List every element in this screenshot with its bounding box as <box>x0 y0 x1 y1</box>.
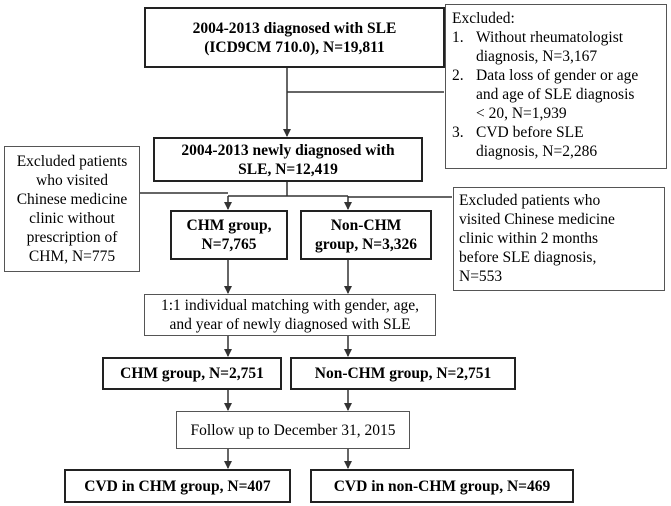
box-nonchm-group-line1: Non-CHM <box>330 217 402 234</box>
excluded-top-item-num: 1. <box>452 29 464 46</box>
excluded-top-item-text: CVD before SLE <box>476 124 584 141</box>
box-cvd-chm-label: CVD in CHM group, N=407 <box>84 477 271 495</box>
box-follow-up-label: Follow up to December 31, 2015 <box>190 421 396 439</box>
excluded-left-text: CHM, N=775 <box>28 248 116 265</box>
excluded-right-text: clinic within 2 months <box>459 230 599 247</box>
excluded-top-item-text: diagnosis, N=2,286 <box>476 143 598 160</box>
box-chm-matched: CHM group, N=2,751 <box>102 357 282 390</box>
excluded-top-list: 1. Without rheumatologist diagnosis, N=3… <box>452 28 660 161</box>
box-cvd-nonchm-label: CVD in non-CHM group, N=469 <box>333 477 551 495</box>
excluded-top-item-text: diagnosis, N=3,167 <box>476 48 598 65</box>
box-nonchm-group: Non-CHM group, N=3,326 <box>300 210 432 260</box>
box-matching: 1:1 individual matching with gender, age… <box>144 294 436 336</box>
box-chm-group-line2: N=7,765 <box>201 236 257 253</box>
excluded-right-text: visited Chinese medicine <box>459 211 615 228</box>
box-matching-line2: and year of newly diagnosed with SLE <box>169 316 411 333</box>
box-excluded-top: Excluded: 1. Without rheumatologist diag… <box>445 4 667 169</box>
box-chm-matched-label: CHM group, N=2,751 <box>120 365 264 382</box>
box-newly-diagnosed-line1: 2004-2013 newly diagnosed with <box>181 141 395 159</box>
box-nonchm-matched-label: Non-CHM group, N=2,751 <box>314 365 492 382</box>
excluded-left-text: Excluded patients <box>16 153 128 170</box>
box-diagnosed-sle-line1: 2004-2013 diagnosed with SLE <box>192 19 397 37</box>
box-excluded-left: Excluded patients who visited Chinese me… <box>4 146 140 272</box>
box-chm-group-line1: CHM group, <box>186 217 272 234</box>
excluded-top-item-text: < 20, N=1,939 <box>476 105 567 122</box>
excluded-right-text: before SLE diagnosis, <box>459 249 597 266</box>
box-newly-diagnosed: 2004-2013 newly diagnosed with SLE, N=12… <box>153 137 423 182</box>
excluded-top-item-text: and age of SLE diagnosis <box>476 86 635 103</box>
box-diagnosed-sle-line2: (ICD9CM 710.0), N=19,811 <box>204 38 385 56</box>
excluded-top-item-text: Data loss of gender or age <box>476 67 639 84</box>
excluded-left-text: clinic without <box>29 210 115 227</box>
excluded-top-item-text: Without rheumatologist <box>476 29 624 46</box>
box-follow-up: Follow up to December 31, 2015 <box>176 411 410 449</box>
excluded-left-text: Chinese medicine <box>16 191 128 208</box>
box-chm-group: CHM group, N=7,765 <box>170 210 288 260</box>
box-nonchm-group-line2: group, N=3,326 <box>315 236 417 253</box>
excluded-top-item-num: 3. <box>452 124 464 141</box>
excluded-top-item-num: 2. <box>452 67 464 84</box>
box-diagnosed-sle: 2004-2013 diagnosed with SLE (ICD9CM 710… <box>144 7 445 68</box>
excluded-right-text: Excluded patients who <box>459 192 601 209</box>
box-excluded-right: Excluded patients who visited Chinese me… <box>453 187 665 291</box>
excluded-top-title: Excluded: <box>452 10 515 27</box>
box-nonchm-matched: Non-CHM group, N=2,751 <box>290 357 516 390</box>
box-newly-diagnosed-line2: SLE, N=12,419 <box>238 160 338 178</box>
excluded-top-item: 3. CVD before SLE diagnosis, N=2,286 <box>452 123 660 161</box>
box-cvd-nonchm: CVD in non-CHM group, N=469 <box>310 469 574 503</box>
excluded-top-item: 2. Data loss of gender or age and age of… <box>452 66 660 123</box>
excluded-left-text: who visited <box>36 172 108 189</box>
box-matching-line1: 1:1 individual matching with gender, age… <box>160 297 420 314</box>
excluded-top-item: 1. Without rheumatologist diagnosis, N=3… <box>452 28 660 66</box>
excluded-left-text: prescription of <box>26 229 118 246</box>
box-cvd-chm: CVD in CHM group, N=407 <box>64 469 291 503</box>
excluded-right-text: N=553 <box>459 268 503 285</box>
